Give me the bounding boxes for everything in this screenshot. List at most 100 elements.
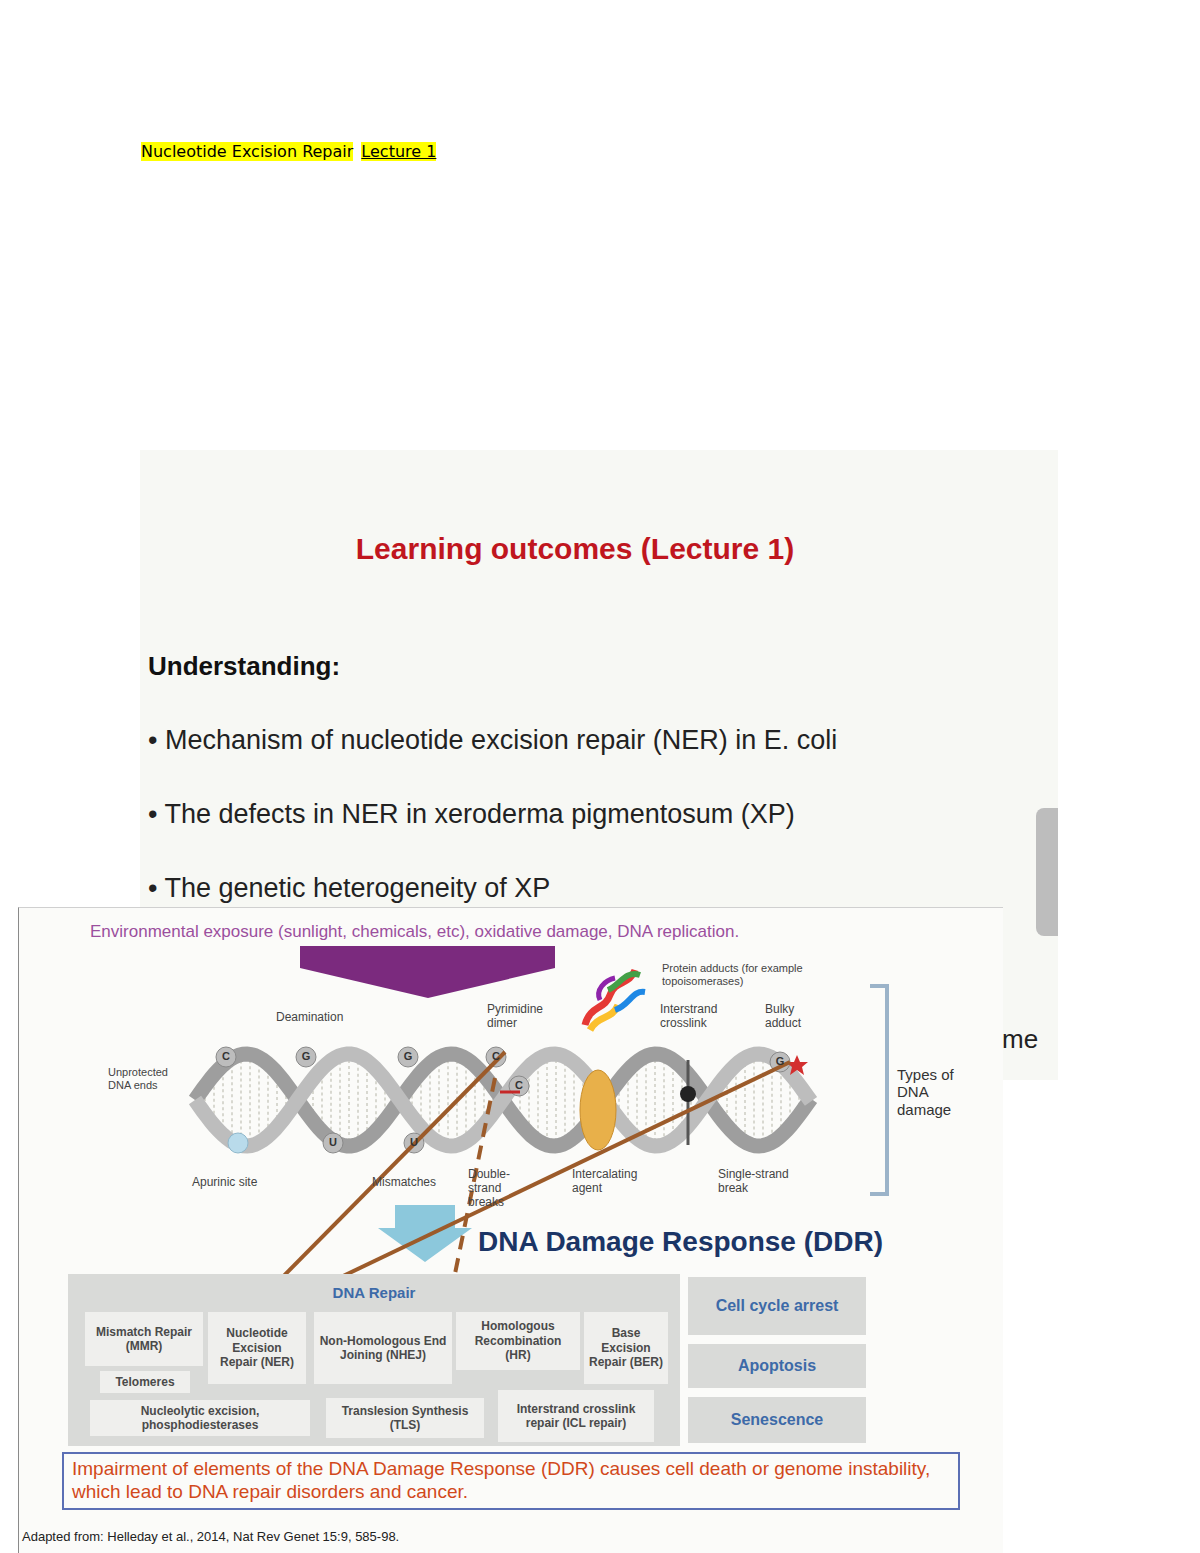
base-circle bbox=[398, 1047, 418, 1067]
intercalating-agent bbox=[580, 1070, 616, 1150]
slide-text: Environmental exposure (sunlight, chemic… bbox=[90, 922, 739, 942]
base-letter: U bbox=[323, 1136, 343, 1149]
base-pair bbox=[339, 1062, 341, 1139]
base-pair bbox=[555, 1060, 557, 1140]
process-box: Translesion Synthesis (TLS) bbox=[326, 1398, 484, 1438]
base-pair bbox=[267, 1070, 269, 1130]
dna-helix bbox=[195, 1047, 811, 1153]
slide-text: Adapted from: Helleday et al., 2014, Nat… bbox=[22, 1530, 399, 1545]
base-pair bbox=[465, 1065, 467, 1136]
box-text: Nucleotide Excision Repair (NER) bbox=[213, 1326, 301, 1369]
slide-text: • The genetic heterogeneity of XP bbox=[148, 873, 550, 904]
slide-text: Learning outcomes (Lecture 1) bbox=[140, 532, 1010, 567]
document-title: Lecture 1 bbox=[361, 142, 436, 161]
base-pair bbox=[663, 1061, 665, 1138]
base-pair bbox=[222, 1071, 224, 1129]
base-pair bbox=[321, 1075, 323, 1126]
slide-text: • The defects in NER in xeroderma pigmen… bbox=[148, 799, 795, 830]
base-letter: G bbox=[296, 1050, 316, 1063]
base-letter: C bbox=[216, 1050, 236, 1063]
base-pair bbox=[627, 1076, 629, 1124]
slide-text: Protein adducts (for example topoisomera… bbox=[662, 962, 852, 987]
base-letter: G bbox=[398, 1050, 418, 1063]
box-text: Non-Homologous End Joining (NHEJ) bbox=[319, 1334, 447, 1363]
slide-text: Interstrand crosslink bbox=[660, 1003, 735, 1031]
base-pair bbox=[429, 1069, 431, 1130]
process-box: Apoptosis bbox=[688, 1344, 866, 1388]
process-box: Homologous Recombination (HR) bbox=[456, 1312, 580, 1370]
base-pair bbox=[447, 1060, 449, 1140]
process-box: Base Excision Repair (BER) bbox=[584, 1312, 668, 1384]
slide-text: Types of DNA damage bbox=[897, 1066, 975, 1118]
process-box: Telomeres bbox=[100, 1371, 190, 1393]
base-pair bbox=[735, 1071, 737, 1130]
base-pair bbox=[573, 1069, 575, 1132]
box-text: Cell cycle arrest bbox=[716, 1296, 839, 1315]
dna-strand bbox=[195, 1054, 811, 1146]
protein-adduct bbox=[585, 970, 645, 1030]
damage-bracket bbox=[870, 986, 887, 1194]
apurinic-site bbox=[228, 1133, 248, 1153]
box-text: Translesion Synthesis (TLS) bbox=[331, 1404, 479, 1433]
document-title: Nucleotide Excision Repair bbox=[141, 142, 353, 161]
bulky-adduct-star bbox=[786, 1055, 808, 1075]
process-box: Senescence bbox=[688, 1397, 866, 1443]
slide-text: Deamination bbox=[276, 1011, 343, 1025]
base-pair bbox=[330, 1067, 332, 1134]
crosslink-dot bbox=[680, 1086, 696, 1102]
base-pair bbox=[780, 1070, 782, 1129]
box-text: Mismatch Repair (MMR) bbox=[90, 1325, 198, 1354]
slide-text: Mismatches bbox=[372, 1176, 436, 1190]
slide-text: Bulky adduct bbox=[765, 1003, 821, 1031]
base-pair bbox=[681, 1074, 683, 1127]
base-circle bbox=[296, 1047, 316, 1067]
box-text: Base Excision Repair (BER) bbox=[589, 1326, 663, 1369]
annotation-arrow bbox=[252, 1052, 505, 1308]
base-pair bbox=[762, 1060, 764, 1139]
box-text: Senescence bbox=[731, 1410, 824, 1429]
base-letter: U bbox=[404, 1136, 424, 1149]
slide-text: Double-strand breaks bbox=[468, 1168, 538, 1209]
base-pair bbox=[744, 1064, 746, 1136]
slide-text: Intercalating agent bbox=[572, 1168, 667, 1196]
crosslink bbox=[687, 1060, 690, 1145]
slide-text: Single-strand break bbox=[718, 1168, 813, 1196]
box-text: Impairment of elements of the DNA Damage… bbox=[72, 1458, 950, 1504]
box-text: Homologous Recombination (HR) bbox=[461, 1319, 575, 1362]
slide-text: DNA Damage Response (DDR) bbox=[478, 1226, 883, 1258]
base-letter: C bbox=[486, 1050, 506, 1063]
slide-text: Understanding: bbox=[148, 652, 340, 682]
base-circle bbox=[323, 1133, 343, 1153]
base-pair bbox=[375, 1075, 377, 1125]
base-pair bbox=[645, 1062, 647, 1137]
box-text: DNA Repair bbox=[333, 1284, 416, 1302]
slide-text: Pyrimidine dimer bbox=[487, 1003, 565, 1031]
base-pair bbox=[564, 1063, 566, 1138]
process-box: Nucleolytic excision, phosphodiesterases bbox=[90, 1400, 310, 1436]
process-box: Cell cycle arrest bbox=[688, 1277, 866, 1335]
base-circle bbox=[216, 1047, 236, 1067]
exposure-arrow bbox=[300, 946, 555, 998]
base-pair bbox=[537, 1065, 539, 1134]
process-box: Mismatch Repair (MMR) bbox=[85, 1312, 203, 1366]
base-pair bbox=[357, 1062, 359, 1138]
base-pair bbox=[546, 1061, 548, 1139]
slide-text: Unprotected DNA ends bbox=[108, 1066, 190, 1091]
base-pair bbox=[249, 1060, 251, 1139]
base-pair bbox=[240, 1061, 242, 1140]
base-pair bbox=[348, 1060, 350, 1140]
base-pair bbox=[258, 1063, 260, 1136]
box-text: Interstrand crosslink repair (ICL repair… bbox=[503, 1402, 649, 1431]
base-pair bbox=[672, 1066, 674, 1134]
base-letter: C bbox=[509, 1079, 529, 1092]
note-box: Impairment of elements of the DNA Damage… bbox=[62, 1452, 960, 1510]
base-pair bbox=[231, 1064, 233, 1135]
base-pair bbox=[438, 1063, 440, 1137]
repair-panel: DNA RepairMismatch Repair (MMR) Telomeres… bbox=[68, 1274, 680, 1446]
dna-strand bbox=[195, 1054, 811, 1146]
slide-text: me bbox=[1002, 1025, 1038, 1055]
process-box: Interstrand crosslink repair (ICL repair… bbox=[498, 1390, 654, 1442]
process-box: Non-Homologous End Joining (NHEJ) bbox=[314, 1312, 452, 1384]
base-pair bbox=[771, 1064, 773, 1137]
base-letter: G bbox=[770, 1055, 790, 1068]
